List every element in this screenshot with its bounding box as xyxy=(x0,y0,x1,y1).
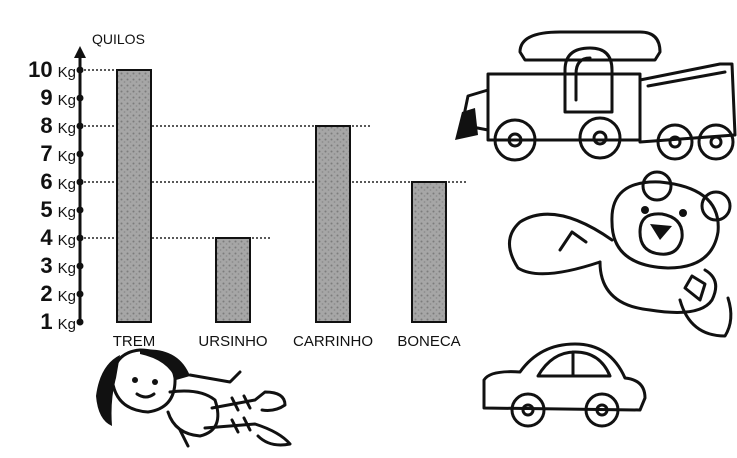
y-tick-label: 7 Kg xyxy=(40,141,76,166)
y-tick-unit: Kg xyxy=(58,288,76,305)
x-tick-label: CARRINHO xyxy=(293,333,373,350)
y-tick-label: 3 Kg xyxy=(40,253,76,278)
y-tick-number: 4 xyxy=(40,225,53,250)
y-tick-label: 1 Kg xyxy=(40,309,76,334)
toy-car-icon xyxy=(482,342,647,428)
y-tick-unit: Kg xyxy=(58,176,76,193)
y-tick-number: 2 xyxy=(40,281,52,306)
y-tick-unit: Kg xyxy=(58,120,76,137)
bars xyxy=(116,69,447,323)
y-tick-number: 9 xyxy=(40,85,52,110)
y-tick-label: 5 Kg xyxy=(40,197,76,222)
y-tick-unit: Kg xyxy=(58,316,76,333)
y-tick-label: 10 Kg xyxy=(28,57,76,82)
y-tick-number: 3 xyxy=(40,253,52,278)
y-tick-unit: Kg xyxy=(58,204,76,221)
x-tick-label: BONECA xyxy=(397,333,460,350)
bar-trem xyxy=(116,69,152,323)
y-tick-label: 6 Kg xyxy=(40,169,76,194)
bar-carrinho xyxy=(315,125,351,323)
teddy-bear-icon xyxy=(508,170,733,338)
x-tick-label: URSINHO xyxy=(198,333,267,350)
y-tick-unit: Kg xyxy=(58,92,76,109)
y-tick-dot xyxy=(76,234,84,242)
y-axis-title: QUILOS xyxy=(92,31,145,47)
y-tick-label: 4 Kg xyxy=(40,225,76,250)
y-tick-number: 7 xyxy=(40,141,52,166)
y-tick-dot xyxy=(76,178,84,186)
y-tick-dot xyxy=(76,206,84,214)
y-axis xyxy=(74,46,86,326)
y-tick-dot xyxy=(76,262,84,270)
y-tick-label: 8 Kg xyxy=(40,113,76,138)
y-axis-arrow xyxy=(74,46,86,58)
y-tick-number: 8 xyxy=(40,113,52,138)
y-tick-dot xyxy=(76,66,84,74)
y-tick-dot xyxy=(76,150,84,158)
y-tick-label: 9 Kg xyxy=(40,85,76,110)
y-tick-unit: Kg xyxy=(58,64,76,81)
doll-icon xyxy=(96,348,292,448)
y-tick-number: 10 xyxy=(28,57,52,82)
y-tick-number: 5 xyxy=(40,197,52,222)
bar-boneca xyxy=(411,181,447,323)
y-tick-dot xyxy=(76,290,84,298)
y-tick-label: 2 Kg xyxy=(40,281,76,306)
y-tick-unit: Kg xyxy=(58,232,76,249)
y-tick-unit: Kg xyxy=(58,260,76,277)
y-tick-unit: Kg xyxy=(58,148,76,165)
y-tick-number: 6 xyxy=(40,169,52,194)
y-tick-number: 1 xyxy=(40,309,52,334)
y-tick-dot xyxy=(76,94,84,102)
x-tick-label: TREM xyxy=(113,333,156,350)
train-icon xyxy=(455,30,737,162)
y-tick-dot xyxy=(76,122,84,130)
x-tick-labels: TREM URSINHO CARRINHO BONECA xyxy=(113,333,461,350)
bar-ursinho xyxy=(215,237,251,323)
y-tick-dot xyxy=(76,318,84,326)
